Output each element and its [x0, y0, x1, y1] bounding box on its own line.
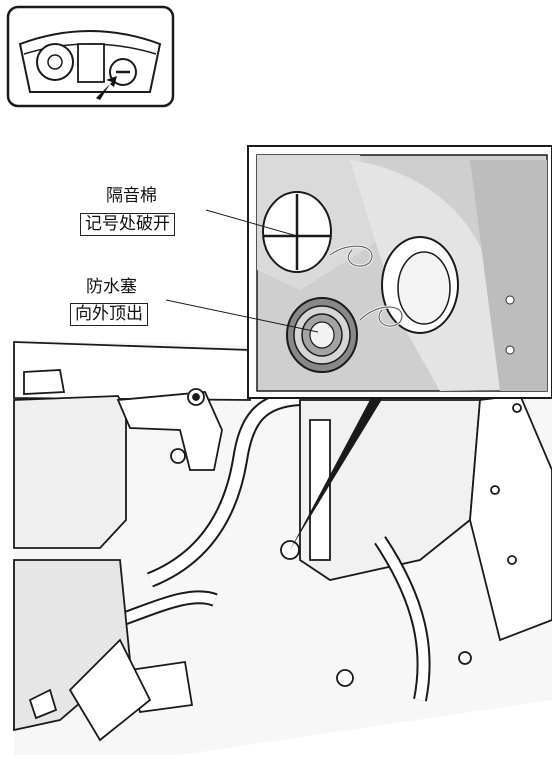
engine-bay-illustration	[13, 340, 552, 755]
plug-instruction-label: 向外顶出	[70, 303, 148, 326]
rubber-plug-icon	[286, 297, 358, 373]
plug-leader-line	[165, 299, 319, 333]
inset-zoom-view	[247, 145, 552, 399]
insulation-instruction-label: 记号处破开	[80, 213, 175, 236]
insulation-leader-line	[205, 209, 298, 237]
insulation-name-label: 隔音棉	[106, 186, 157, 206]
cross-mark-icon	[262, 191, 332, 273]
pointer-wedge	[290, 396, 384, 550]
dashboard-location-icon	[6, 5, 175, 108]
plug-name-label: 防水塞	[86, 277, 137, 297]
